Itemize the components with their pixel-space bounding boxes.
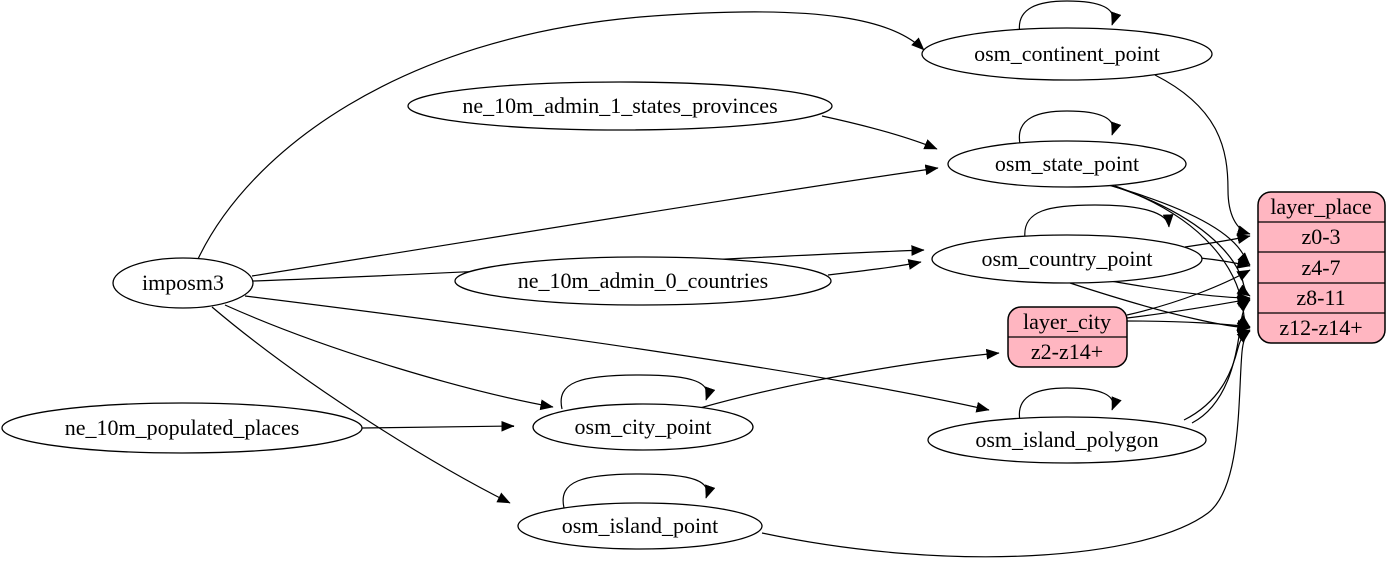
osm-city-point-shape	[532, 403, 754, 451]
self-loop-osm-state-point	[1018, 110, 1122, 145]
edge-imposm3-to-osm-island-point	[211, 306, 511, 504]
edge-ne-10m-admin-0-to-osm-country-point	[827, 259, 922, 276]
node-layer-city: layer_city z2-z14+	[1007, 306, 1128, 368]
osm-island-point-label: osm_island_point	[562, 513, 718, 538]
edge-osm-continent-point-to-layer-place-z0-3	[1154, 74, 1251, 236]
edge-imposm3-to-osm-state-point	[251, 164, 939, 277]
osm-island-point-shape	[517, 502, 763, 550]
edge-ne-10m-admin-1-to-osm-state-point	[821, 115, 938, 150]
edge-osm-country-point-to-layer-place-z0-3	[1184, 233, 1251, 248]
edge-osm-country-point-to-layer-place-z8-11	[1104, 279, 1251, 304]
osm-country-point-label: osm_country_point	[981, 246, 1152, 271]
layer-city-row-z2-z14: z2-z14+	[1031, 339, 1103, 364]
osm-island-polygon-shape	[927, 416, 1207, 464]
layer-place-row-z0-3: z0-3	[1301, 224, 1340, 249]
edge-imposm3-to-osm-island-polygon	[244, 295, 990, 413]
osm-country-point-shape	[931, 234, 1203, 284]
osm-state-point-label: osm_state_point	[995, 151, 1139, 176]
node-osm-state-point: osm_state_point	[947, 140, 1187, 188]
edge-layer-city-to-layer-place-z12-z14	[1126, 319, 1251, 331]
layer-place-row-z8-11: z8-11	[1296, 285, 1345, 310]
ne-10m-admin-0-shape	[454, 256, 832, 306]
edge-imposm3-to-osm-city-point	[224, 304, 554, 411]
edge-osm-city-point-to-layer-city-z2-z14	[699, 348, 1000, 409]
node-ne-10m-admin-0-countries: ne_10m_admin_0_countries	[454, 256, 832, 306]
node-osm-continent-point: osm_continent_point	[921, 27, 1213, 81]
imposm3-shape	[112, 257, 254, 309]
edge-ne-10m-populated-places-to-osm-city-point	[361, 420, 515, 432]
self-loop-osm-island-polygon	[1018, 387, 1122, 422]
node-imposm3: imposm3	[112, 257, 254, 309]
node-layer-place: layer_place z0-3 z4-7 z8-11 z12-z14+	[1257, 191, 1386, 344]
osm-continent-point-label: osm_continent_point	[974, 41, 1160, 66]
layer-place-title: layer_place	[1270, 194, 1371, 219]
ne-10m-admin-1-shape	[407, 81, 833, 131]
node-osm-country-point: osm_country_point	[931, 234, 1203, 284]
self-loop-osm-island-point	[562, 473, 716, 509]
ne-10m-admin-1-label: ne_10m_admin_1_states_provinces	[462, 93, 777, 118]
ne-10m-populated-places-label: ne_10m_populated_places	[65, 415, 300, 440]
node-osm-island-point: osm_island_point	[517, 502, 763, 550]
self-loop-osm-continent-point	[1018, 0, 1122, 35]
ne-10m-populated-places-shape	[1, 402, 363, 454]
node-ne-10m-admin-1-states-provinces: ne_10m_admin_1_states_provinces	[407, 81, 833, 131]
edge-osm-island-point-to-layer-place-z12-z14	[761, 330, 1251, 558]
edges	[197, 0, 1251, 558]
layer-city-title: layer_city	[1023, 309, 1111, 334]
edge-layer-city-to-layer-place-z4-7	[1126, 269, 1251, 316]
node-osm-city-point: osm_city_point	[532, 403, 754, 451]
node-ne-10m-populated-places: ne_10m_populated_places	[1, 402, 363, 454]
osm-state-point-shape	[947, 140, 1187, 188]
layer-place-box	[1257, 191, 1386, 344]
osm-city-point-label: osm_city_point	[575, 414, 712, 439]
osm-island-polygon-label: osm_island_polygon	[975, 427, 1158, 452]
self-loop-osm-city-point	[560, 374, 716, 410]
edge-imposm3-to-osm-continent-point	[197, 11, 925, 260]
edge-layer-city-to-layer-place-z8-11	[1126, 295, 1251, 319]
imposm3-label: imposm3	[142, 270, 224, 295]
self-loop-osm-country-point	[1024, 204, 1174, 239]
edge-osm-state-point-to-layer-place-z4-7	[1104, 183, 1251, 266]
osm-continent-point-shape	[921, 27, 1213, 81]
layer-place-row-z4-7: z4-7	[1301, 255, 1340, 280]
ne-10m-admin-0-label: ne_10m_admin_0_countries	[518, 268, 769, 293]
node-osm-island-polygon: osm_island_polygon	[927, 416, 1207, 464]
layer-place-row-z12-z14: z12-z14+	[1279, 315, 1362, 340]
